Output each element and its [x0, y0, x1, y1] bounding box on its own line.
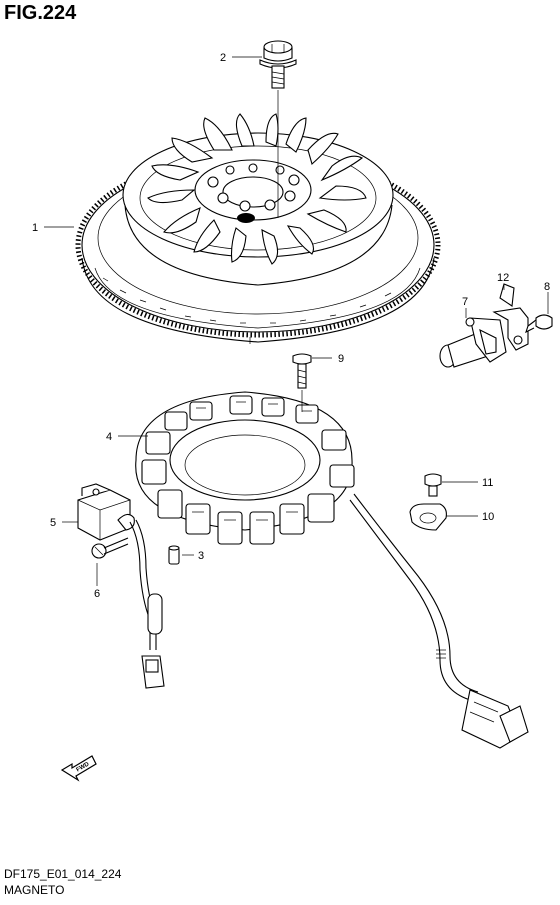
sensor-screw[interactable] — [525, 314, 553, 334]
callout-2: 2 — [220, 52, 226, 64]
stator-bolt[interactable] — [292, 353, 312, 389]
sensor-bracket[interactable] — [492, 283, 529, 351]
diagram-name: MAGNETO — [4, 883, 65, 897]
pulser-coil[interactable] — [77, 483, 165, 689]
callout-9: 9 — [338, 353, 344, 365]
callout-7: 7 — [462, 296, 468, 308]
callout-10: 10 — [482, 511, 494, 523]
flywheel-bolt[interactable] — [259, 40, 297, 89]
leader-lines — [44, 56, 549, 586]
callout-5: 5 — [50, 517, 56, 529]
stator[interactable] — [135, 391, 355, 545]
callout-11: 11 — [482, 477, 493, 489]
figure-title: FIG.224 — [4, 2, 77, 24]
dowel-pin[interactable] — [168, 545, 180, 565]
diagram-code: DF175_E01_014_224 — [4, 867, 122, 881]
callout-6: 6 — [94, 588, 100, 600]
clamp-bolt[interactable] — [424, 473, 442, 497]
callout-4: 4 — [106, 431, 112, 443]
callout-8: 8 — [544, 281, 550, 293]
harness-clamp[interactable] — [409, 503, 447, 531]
forward-direction-arrow: FWD — [60, 755, 97, 782]
flywheel-rotor[interactable] — [75, 113, 441, 344]
pulser-screw[interactable] — [91, 537, 129, 559]
callout-12: 12 — [497, 272, 509, 284]
callout-1: 1 — [32, 222, 38, 234]
callout-3: 3 — [198, 550, 204, 562]
crank-position-sensor[interactable] — [439, 317, 507, 368]
stator-wire-harness[interactable] — [349, 493, 529, 749]
